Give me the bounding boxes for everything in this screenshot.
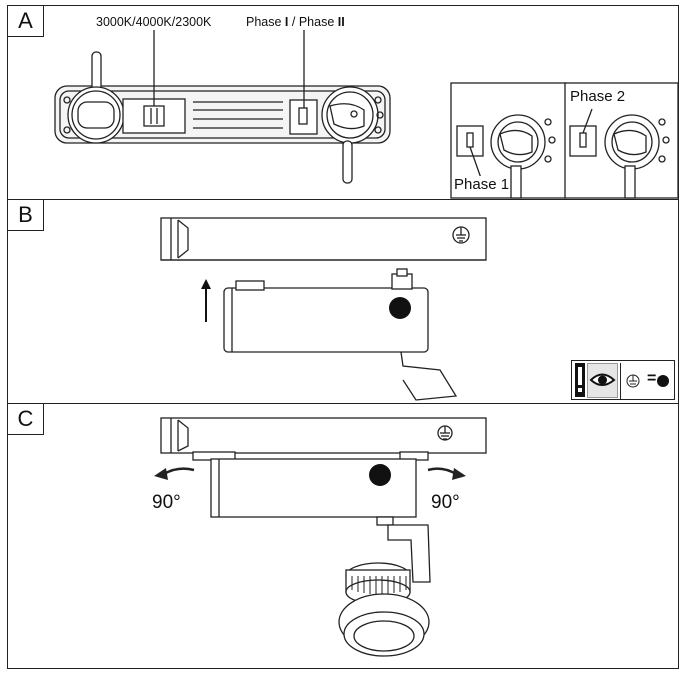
phase-one-numeral: I: [284, 15, 289, 29]
eye-icon: [587, 363, 618, 398]
panel-letter-c: C: [7, 403, 44, 435]
phase-1-label: Phase 1: [453, 176, 511, 193]
color-temperature-label: 3000K/4000K/2300K: [96, 15, 212, 29]
legend-box: =: [571, 360, 675, 400]
phase-label-prefix: Phase: [246, 15, 285, 29]
track-insertion-drawing: [160, 217, 487, 401]
phase-two-numeral: II: [337, 15, 345, 29]
panel-c: C: [7, 403, 679, 669]
rotation-angle-left: 90°: [152, 492, 181, 513]
legend-equals-sign: =: [647, 370, 657, 387]
phase-2-label: Phase 2: [569, 88, 627, 105]
black-dot-marker: [389, 297, 411, 319]
phase-label-mid: / Phase: [288, 15, 338, 29]
phase-switch-label: Phase I / Phase II: [246, 15, 345, 29]
panel-a: A: [7, 5, 679, 200]
panel-letter-b: B: [7, 199, 44, 231]
ground-equals-dot-legend: [620, 363, 669, 399]
warning-exclamation-icon: [575, 363, 585, 397]
panel-letter-a: A: [7, 5, 44, 37]
black-dot-marker-c: [369, 464, 391, 486]
ground-symbol-icon: [626, 374, 640, 388]
adapter-top-view-drawing: [54, 30, 678, 199]
spotlight-rotation-drawing: [154, 417, 487, 657]
panel-b: B: [7, 199, 679, 404]
rotation-angle-right: 90°: [431, 492, 460, 513]
filled-dot-icon: [657, 375, 669, 387]
